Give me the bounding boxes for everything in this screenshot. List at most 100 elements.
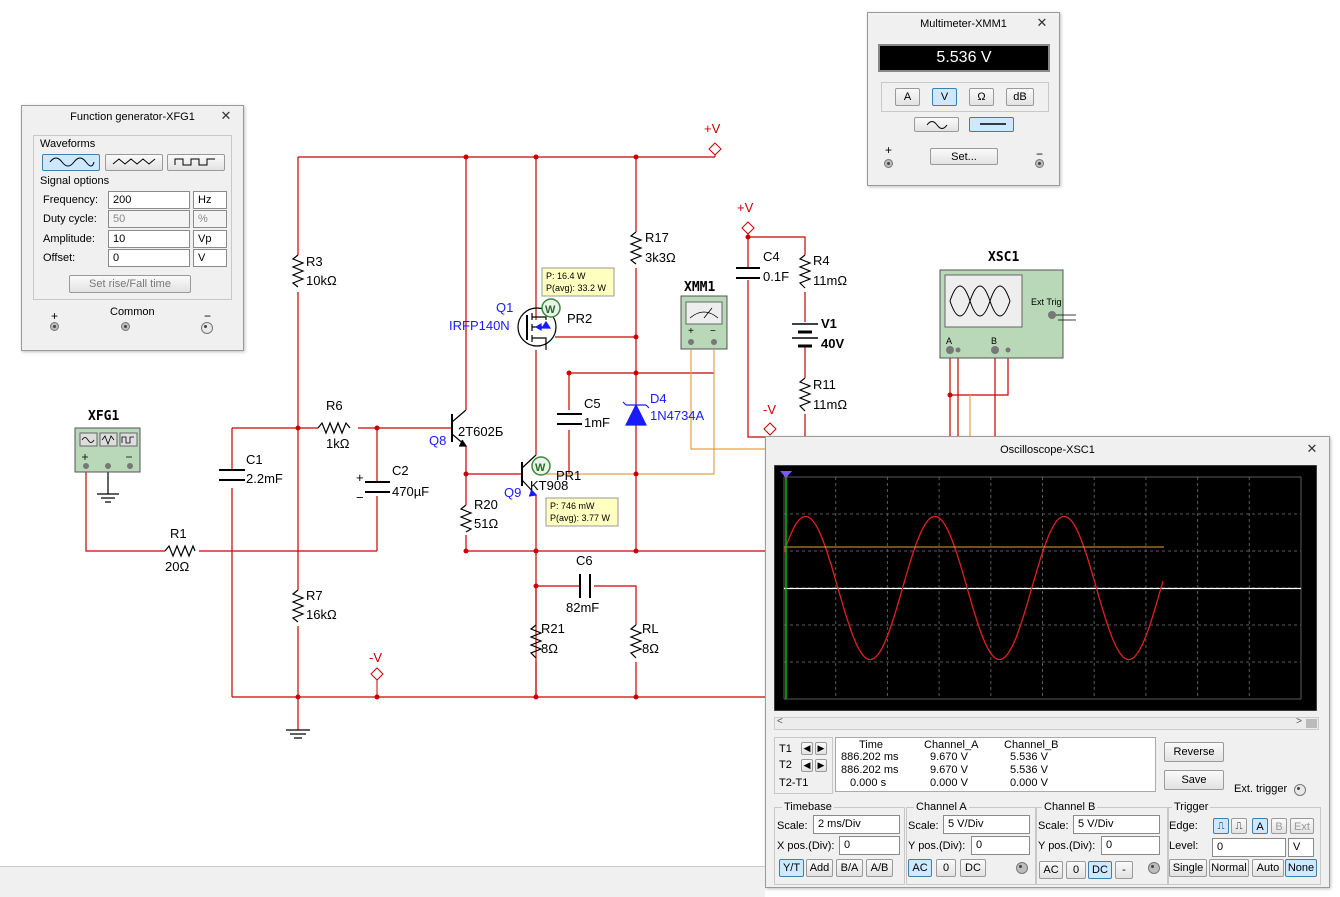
square-wave-button[interactable] [167, 154, 225, 171]
channel-b-minus-button[interactable]: - [1115, 861, 1133, 879]
close-icon[interactable]: ✕ [1306, 441, 1318, 456]
c4-label: C4 [763, 249, 780, 264]
channel-b-ypos-input[interactable]: 0 [1101, 836, 1160, 855]
reverse-button[interactable]: Reverse [1164, 742, 1224, 762]
sine-wave-button[interactable] [42, 154, 100, 171]
ohmmeter-mode-button[interactable]: Ω [969, 88, 994, 106]
channel-a-scale-input[interactable]: 5 V/Div [943, 815, 1030, 834]
col-time-header: Time [859, 739, 884, 751]
c2-minus: − [356, 490, 364, 505]
channel-b-ac-button[interactable]: AC [1039, 861, 1063, 879]
rising-edge-icon[interactable]: ⎍ [1213, 818, 1229, 834]
t1-right-arrow-icon[interactable]: ▶ [815, 742, 827, 755]
trigger-none-button[interactable]: None [1285, 859, 1317, 877]
status-bar [0, 866, 765, 897]
mm-minus-terminal[interactable] [1035, 159, 1044, 168]
frequency-label: Frequency: [43, 194, 99, 206]
rl-label: RL [642, 621, 659, 636]
channel-b-scale-input[interactable]: 5 V/Div [1073, 815, 1160, 834]
function-generator-titlebar[interactable]: Function generator-XFG1 ✕ [22, 106, 243, 128]
r20-value: 51Ω [474, 516, 498, 531]
r7-label: R7 [306, 588, 323, 603]
mm-plus-label: + [885, 143, 893, 157]
trigger-level-input[interactable]: 0 [1212, 838, 1286, 857]
db-mode-button[interactable]: dB [1006, 88, 1034, 106]
trigger-source-a-button[interactable]: A [1252, 818, 1268, 834]
fg-minus-label: − [204, 309, 212, 323]
function-generator-window[interactable]: Function generator-XFG1 ✕ Waveforms Sign… [21, 105, 244, 351]
voltmeter-mode-button[interactable]: V [932, 88, 957, 106]
fg-common-label: Common [110, 306, 155, 318]
offset-input[interactable]: 0 [108, 249, 190, 267]
signal-options-label: Signal options [40, 175, 110, 187]
trigger-source-ext-button[interactable]: Ext [1290, 818, 1314, 834]
timebase-scale-label: Scale: [777, 820, 808, 832]
scroll-thumb[interactable] [1306, 719, 1317, 728]
ba-mode-button[interactable]: B/A [836, 859, 863, 877]
channel-a-zero-button[interactable]: 0 [936, 859, 956, 877]
timebase-scale-input[interactable]: 2 ms/Div [813, 815, 900, 834]
xfg1-instrument[interactable] [74, 427, 141, 473]
ab-mode-button[interactable]: A/B [866, 859, 893, 877]
ext-trigger-terminal[interactable] [1294, 784, 1306, 796]
t1-left-arrow-icon[interactable]: ◀ [801, 742, 813, 755]
trigger-normal-button[interactable]: Normal [1209, 859, 1249, 877]
yt-mode-button[interactable]: Y/T [779, 859, 804, 877]
vplus-label-2: +V [737, 200, 754, 215]
vplus-label-1: +V [704, 121, 721, 136]
scroll-right-icon[interactable]: > [1296, 716, 1302, 727]
scope-screen[interactable] [774, 465, 1317, 711]
save-button[interactable]: Save [1164, 770, 1224, 790]
channel-a-dc-button[interactable]: DC [960, 859, 986, 877]
dt-b: 0.000 V [1010, 777, 1048, 789]
scroll-left-icon[interactable]: < [777, 716, 783, 727]
channel-b-zero-button[interactable]: 0 [1066, 861, 1086, 879]
ac-mode-button[interactable] [914, 117, 959, 132]
battery-symbol [792, 323, 818, 348]
channel-a-ac-button[interactable]: AC [908, 859, 932, 877]
amplitude-unit[interactable]: Vp [193, 230, 227, 248]
close-icon[interactable]: ✕ [1036, 15, 1048, 30]
frequency-unit[interactable]: Hz [193, 191, 227, 209]
trigger-level-unit[interactable]: V [1288, 838, 1314, 857]
q1-label: Q1 [496, 300, 513, 315]
channel-a-ypos-input[interactable]: 0 [971, 836, 1030, 855]
r20-label: R20 [474, 497, 498, 512]
sine-wave-icon [926, 121, 947, 129]
probe2-tooltip-box [541, 267, 615, 297]
multimeter-window[interactable]: Multimeter-XMM1 ✕ 5.536 V A V Ω dB + − S… [867, 12, 1060, 186]
xmm1-instrument[interactable] [680, 295, 728, 350]
close-icon[interactable]: ✕ [220, 108, 232, 123]
ammeter-mode-button[interactable]: A [895, 88, 920, 106]
multimeter-set-button[interactable]: Set... [930, 148, 998, 165]
set-rise-fall-button[interactable]: Set rise/Fall time [69, 275, 191, 293]
xsc1-instrument[interactable] [939, 269, 1076, 359]
channel-a-trace [783, 515, 1164, 661]
fg-common-terminal[interactable] [121, 322, 130, 331]
trigger-single-button[interactable]: Single [1169, 859, 1207, 877]
channel-a-terminal[interactable] [1016, 862, 1028, 874]
add-mode-button[interactable]: Add [806, 859, 833, 877]
triangle-wave-button[interactable] [105, 154, 163, 171]
channel-b-dc-button[interactable]: DC [1088, 861, 1112, 879]
meter-wires [536, 350, 971, 475]
timebase-xpos-input[interactable]: 0 [839, 836, 900, 855]
falling-edge-icon[interactable]: ⎍ [1231, 818, 1247, 834]
offset-unit[interactable]: V [193, 249, 227, 267]
fg-plus-terminal[interactable] [50, 322, 59, 331]
t2-left-arrow-icon[interactable]: ◀ [801, 759, 813, 772]
oscilloscope-titlebar[interactable]: Oscilloscope-XSC1 ✕ [766, 437, 1329, 463]
mm-plus-terminal[interactable] [884, 159, 893, 168]
amplitude-input[interactable]: 10 [108, 230, 190, 248]
t2-right-arrow-icon[interactable]: ▶ [815, 759, 827, 772]
scope-scrollbar[interactable]: < > [774, 716, 1319, 730]
fg-minus-terminal[interactable] [201, 322, 213, 334]
multimeter-titlebar[interactable]: Multimeter-XMM1 ✕ [868, 13, 1059, 35]
trigger-auto-button[interactable]: Auto [1252, 859, 1284, 877]
trigger-source-b-button[interactable]: B [1271, 818, 1287, 834]
frequency-input[interactable]: 200 [108, 191, 190, 209]
oscilloscope-window[interactable]: Oscilloscope-XSC1 ✕ < > T1 ◀ ▶ T2 ◀ ▶ T2… [765, 436, 1330, 888]
dc-mode-button[interactable] [969, 117, 1014, 132]
channel-b-terminal[interactable] [1148, 862, 1160, 874]
